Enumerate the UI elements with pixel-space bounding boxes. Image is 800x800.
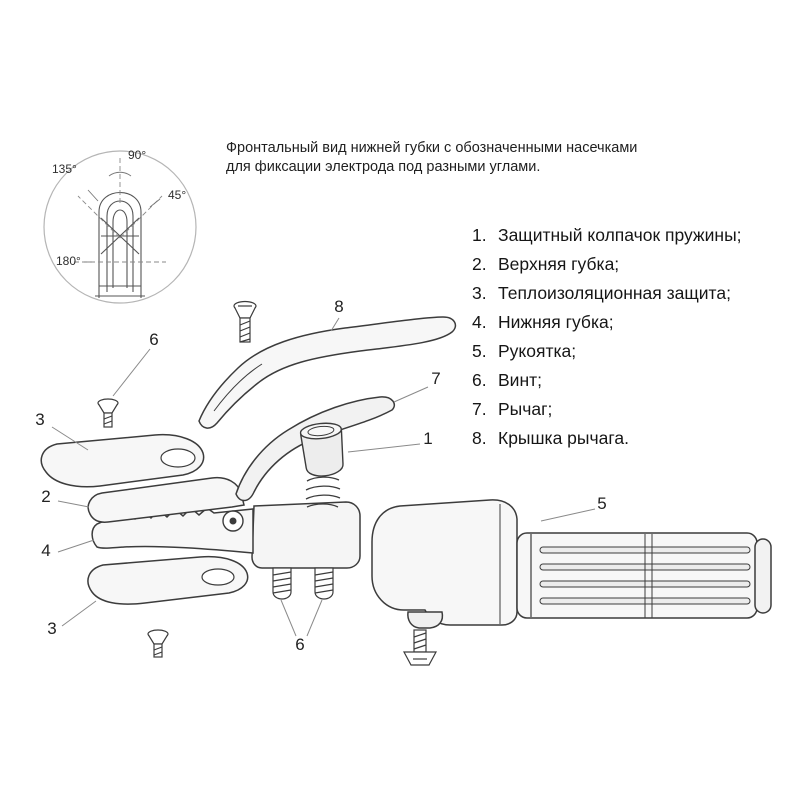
part-pivot-rivet xyxy=(222,510,244,532)
legend-item-label: Нижняя губка; xyxy=(498,312,614,332)
part-screw-lower-left xyxy=(147,629,169,658)
legend-item-label: Рычаг; xyxy=(498,399,553,419)
part-stud-left xyxy=(272,567,292,600)
legend-item-number: 6. xyxy=(472,370,487,390)
legend-item-label: Верхняя губка; xyxy=(498,254,620,274)
angle-label-90: 90° xyxy=(128,148,147,162)
part-lever-cover xyxy=(198,316,457,429)
part-spring xyxy=(305,476,341,508)
callout-shield-top: 3 xyxy=(35,410,45,429)
description-line-1: Фронтальный вид нижней губки с обозначен… xyxy=(226,140,638,156)
legend-item-1: 1. Защитный колпачок пружины; xyxy=(472,221,742,250)
legend-item-label: Винт; xyxy=(498,370,542,390)
legend-item-5: 5. Рукоятка; xyxy=(472,337,742,366)
part-spring-cap xyxy=(299,422,344,477)
legend-item-number: 7. xyxy=(472,399,487,419)
legend: 1. Защитный колпачок пружины; 2. Верхняя… xyxy=(472,221,742,453)
legend-item-3: 3. Теплоизоляционная защита; xyxy=(472,279,742,308)
legend-item-7: 7. Рычаг; xyxy=(472,395,742,424)
callout-lower-jaw: 4 xyxy=(41,541,51,560)
angle-label-180: 180° xyxy=(56,254,81,268)
legend-item-8: 8. Крышка рычага. xyxy=(472,424,742,453)
callout-handle: 5 xyxy=(597,494,607,513)
legend-item-4: 4. Нижняя губка; xyxy=(472,308,742,337)
legend-item-label: Рукоятка; xyxy=(498,341,577,361)
part-handle xyxy=(371,499,772,629)
legend-item-6: 6. Винт; xyxy=(472,366,742,395)
legend-item-number: 5. xyxy=(472,341,487,361)
callout-lever-cover: 8 xyxy=(334,297,344,316)
legend-item-number: 3. xyxy=(472,283,487,303)
legend-item-number: 2. xyxy=(472,254,487,274)
part-upper-jaw xyxy=(87,476,245,523)
legend-item-number: 1. xyxy=(472,225,487,245)
legend-item-number: 4. xyxy=(472,312,487,332)
part-screw-upper-left xyxy=(97,398,119,428)
callout-spring-cap: 1 xyxy=(423,429,433,448)
angle-label-45: 45° xyxy=(168,188,187,202)
callout-lever: 7 xyxy=(431,369,441,388)
legend-item-label: Защитный колпачок пружины; xyxy=(498,225,742,245)
detail-angle-marks xyxy=(84,171,161,263)
detail-jaw-section xyxy=(95,191,145,298)
legend-item-label: Теплоизоляционная защита; xyxy=(498,283,731,303)
description: Фронтальный вид нижней губки с обозначен… xyxy=(226,139,666,177)
callout-screw-top: 6 xyxy=(149,330,159,349)
angle-label-135: 135° xyxy=(52,162,77,176)
legend-item-2: 2. Верхняя губка; xyxy=(472,250,742,279)
detail-view-circle xyxy=(43,150,197,304)
leader-lines xyxy=(51,317,596,637)
part-lever xyxy=(235,396,396,502)
legend-item-number: 8. xyxy=(472,428,487,448)
part-stud-right xyxy=(314,567,334,600)
legend-item-label: Крышка рычага. xyxy=(498,428,629,448)
part-heat-shield-bottom xyxy=(87,555,249,605)
part-screw-under-handle xyxy=(402,629,438,666)
description-line-2: для фиксации электрода под разными углам… xyxy=(226,159,541,175)
part-heat-shield-top xyxy=(40,433,205,488)
callout-shield-bottom: 3 xyxy=(47,619,57,638)
callout-upper-jaw: 2 xyxy=(41,487,51,506)
part-clamp-body xyxy=(251,501,361,569)
callout-screws-bottom: 6 xyxy=(295,635,305,654)
part-screw-top xyxy=(233,300,257,343)
